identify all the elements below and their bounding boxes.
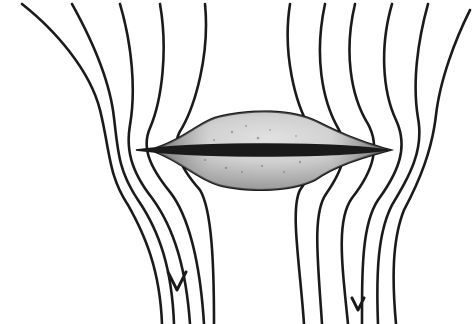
plate (136, 144, 388, 156)
field-line-right-4 (362, 4, 402, 324)
field-line-left-2 (72, 4, 174, 324)
field-line-left-1 (22, 4, 162, 324)
field-line-right-6 (394, 10, 470, 324)
